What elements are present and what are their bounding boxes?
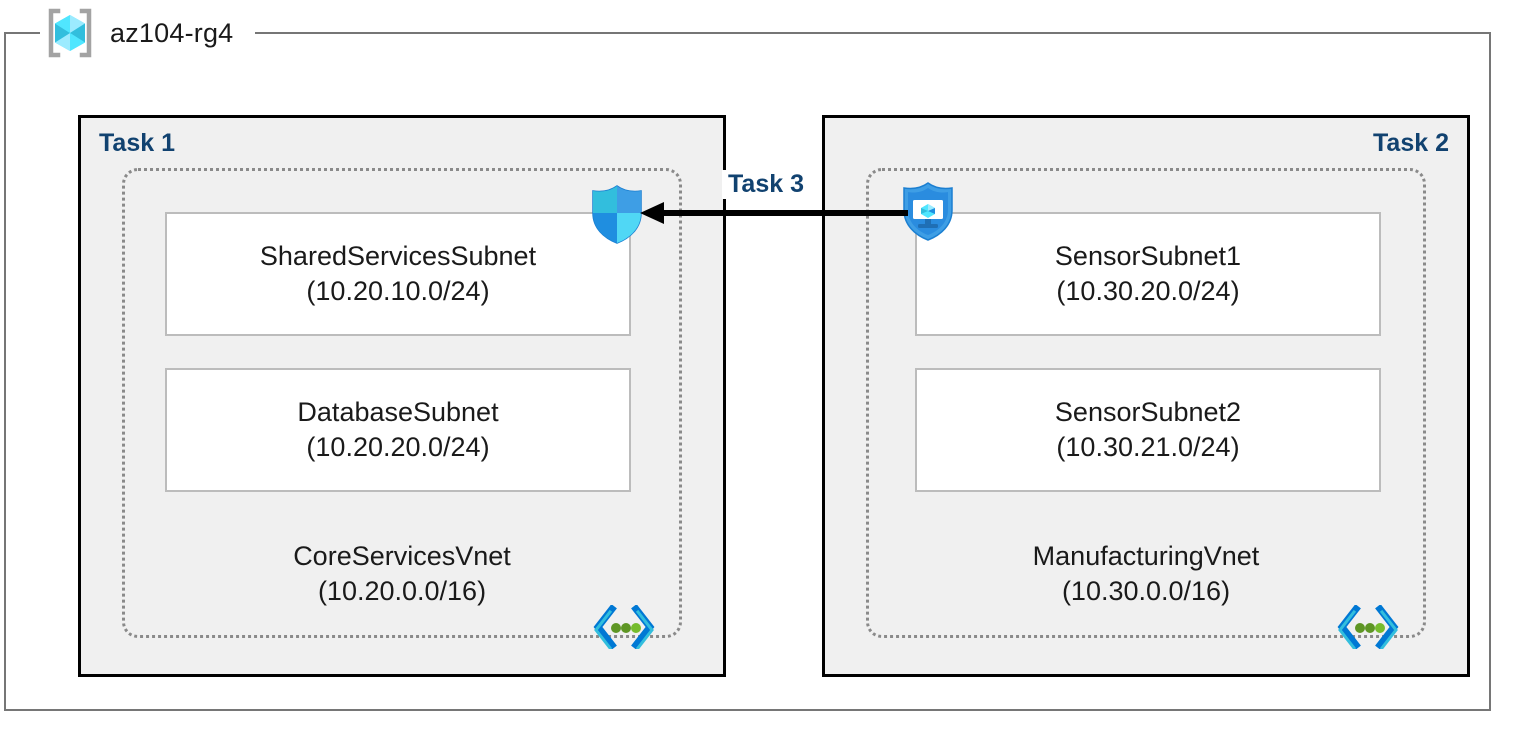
subnet-cidr: (10.30.21.0/24) xyxy=(1056,432,1240,462)
virtual-network-icon xyxy=(592,604,656,651)
azure-resource-group-icon xyxy=(44,7,96,59)
subnet-name: SensorSubnet1 xyxy=(1054,241,1242,272)
task-2-label: Task 2 xyxy=(1373,129,1449,157)
resource-group-title: az104-rg4 xyxy=(110,17,234,48)
vnet-manufacturing-caption: ManufacturingVnet (10.30.0.0/16) xyxy=(896,540,1396,608)
resource-group-border-left xyxy=(4,32,6,711)
subnet-cidr: (10.20.10.0/24) xyxy=(306,276,490,306)
subnet-name: DatabaseSubnet xyxy=(297,397,499,428)
subnet-sensorsubnet2[interactable]: SensorSubnet2 (10.30.21.0/24) xyxy=(915,368,1381,492)
subnet-name: SensorSubnet2 xyxy=(1054,397,1242,428)
subnet-sharedservicessubnet[interactable]: SharedServicesSubnet (10.20.10.0/24) xyxy=(165,212,631,336)
task-3-label: Task 3 xyxy=(722,170,810,199)
vnet-cidr: (10.30.0.0/16) xyxy=(1061,575,1231,606)
subnet-name: SharedServicesSubnet xyxy=(259,241,537,272)
vnet-coreservices-boundary xyxy=(122,168,682,638)
resource-group-border-bottom xyxy=(4,709,1491,711)
vnet-peering-arrow xyxy=(636,198,908,228)
vnet-name: CoreServicesVnet xyxy=(293,541,511,571)
subnet-sensorsubnet1[interactable]: SensorSubnet1 (10.30.20.0/24) xyxy=(915,212,1381,336)
virtual-network-icon xyxy=(1336,604,1400,651)
vnet-coreservices-caption: CoreServicesVnet (10.20.0.0/16) xyxy=(152,540,652,608)
resource-group-border-right xyxy=(1489,32,1491,711)
firewall-shield-icon xyxy=(586,183,648,245)
task-1-label: Task 1 xyxy=(99,129,175,157)
resource-group-border-top xyxy=(255,32,1491,34)
subnet-cidr: (10.20.20.0/24) xyxy=(306,432,490,462)
subnet-databasesubnet[interactable]: DatabaseSubnet (10.20.20.0/24) xyxy=(165,368,631,492)
resource-group-header: az104-rg4 xyxy=(44,6,240,60)
vnet-cidr: (10.20.0.0/16) xyxy=(317,575,487,606)
vnet-name: ManufacturingVnet xyxy=(1032,541,1260,571)
vnet-manufacturing-boundary xyxy=(866,168,1426,638)
resource-group-border-top-left-stub xyxy=(4,32,40,34)
subnet-cidr: (10.30.20.0/24) xyxy=(1056,276,1240,306)
vm-security-shield-icon xyxy=(897,180,959,242)
